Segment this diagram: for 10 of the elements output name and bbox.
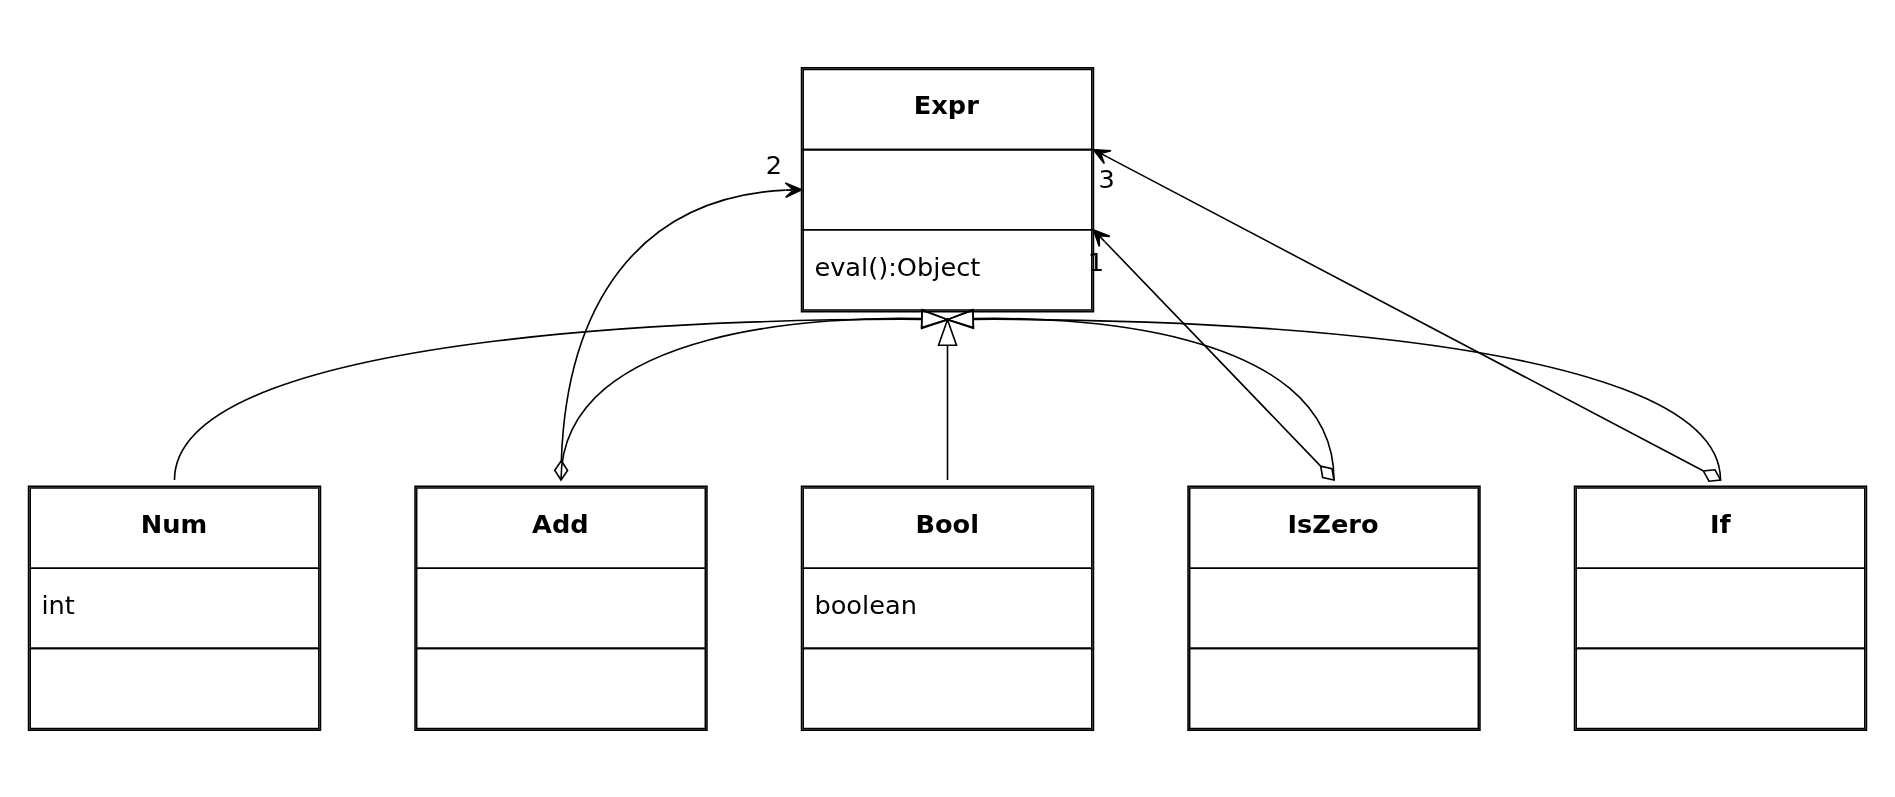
arrow <box>553 181 803 481</box>
arrow <box>1092 148 1722 482</box>
arrow <box>560 308 950 481</box>
arrow <box>173 308 950 481</box>
arrow <box>945 308 1722 481</box>
arrow <box>937 316 958 481</box>
edge-label: 3 <box>1098 163 1115 194</box>
arrow <box>945 308 1335 481</box>
arrow <box>1092 228 1335 481</box>
edge-label: 2 <box>765 149 783 180</box>
